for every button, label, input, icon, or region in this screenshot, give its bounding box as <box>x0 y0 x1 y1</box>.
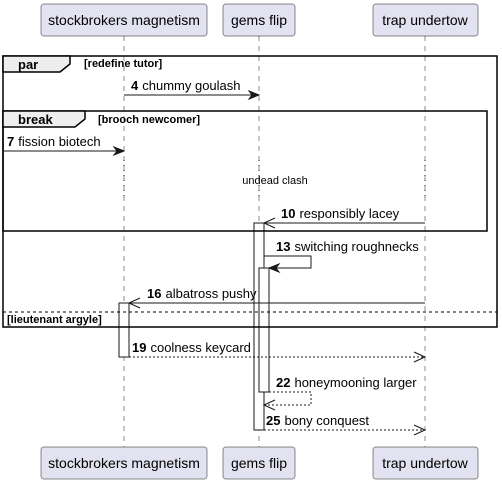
message-label: bony conquest <box>284 413 369 428</box>
message-number: 25 <box>266 413 280 428</box>
message-number: 10 <box>281 206 295 221</box>
participant-trap-bottom[interactable]: trap undertow <box>372 446 479 480</box>
participant-gems-bottom[interactable]: gems flip <box>222 446 296 480</box>
fragment-par-label: par <box>18 57 38 72</box>
participant-stockbrokers-bottom[interactable]: stockbrokers magnetism <box>40 446 208 480</box>
participant-gems-top[interactable]: gems flip <box>222 3 296 37</box>
message-label: responsibly lacey <box>299 206 399 221</box>
message-number: 16 <box>147 286 161 301</box>
participant-label: trap undertow <box>382 455 468 471</box>
participant-stockbrokers-top[interactable]: stockbrokers magnetism <box>40 3 208 37</box>
message-number: 22 <box>276 375 290 390</box>
participant-label: trap undertow <box>382 12 468 28</box>
participant-label: stockbrokers magnetism <box>48 12 200 28</box>
message-label: albatross pushy <box>165 286 257 301</box>
message-19[interactable]: 19 coolness keycard <box>129 340 427 363</box>
message-number: 13 <box>276 239 290 254</box>
fragment-break: break [brooch newcomer] <box>2 110 488 232</box>
message-22[interactable]: 22 honeymooning larger <box>262 375 417 411</box>
message-number: 4 <box>131 78 139 93</box>
message-25[interactable]: 25 bony conquest <box>264 413 427 436</box>
message-number: 7 <box>7 134 14 149</box>
participant-label: stockbrokers magnetism <box>48 455 200 471</box>
message-7[interactable]: 7 fission biotech <box>3 134 126 157</box>
message-16[interactable]: 16 albatross pushy <box>127 286 425 309</box>
delay-marker: undead clash <box>123 160 426 198</box>
message-label: fission biotech <box>18 134 100 149</box>
fragment-par: par [redefine tutor] [lieutenant argyle] <box>2 55 498 328</box>
delay-text: undead clash <box>242 175 307 187</box>
message-label: honeymooning larger <box>294 375 417 390</box>
fragment-par-guard: [redefine tutor] <box>84 58 163 70</box>
message-10[interactable]: 10 responsibly lacey <box>262 206 425 229</box>
message-label: switching roughnecks <box>294 239 419 254</box>
activation-gems-inner <box>258 267 270 393</box>
message-number: 19 <box>132 340 146 355</box>
message-label: chummy goulash <box>142 78 240 93</box>
fragment-break-guard: [brooch newcomer] <box>98 114 200 126</box>
message-label: coolness keycard <box>150 340 250 355</box>
participant-label: gems flip <box>231 12 287 28</box>
fragment-break-label: break <box>18 112 53 127</box>
activation-stockbrokers <box>118 302 130 358</box>
fragment-par-else-guard: [lieutenant argyle] <box>7 314 102 326</box>
participant-label: gems flip <box>231 455 287 471</box>
message-13[interactable]: 13 switching roughnecks <box>264 239 419 274</box>
participant-trap-top[interactable]: trap undertow <box>372 3 479 37</box>
